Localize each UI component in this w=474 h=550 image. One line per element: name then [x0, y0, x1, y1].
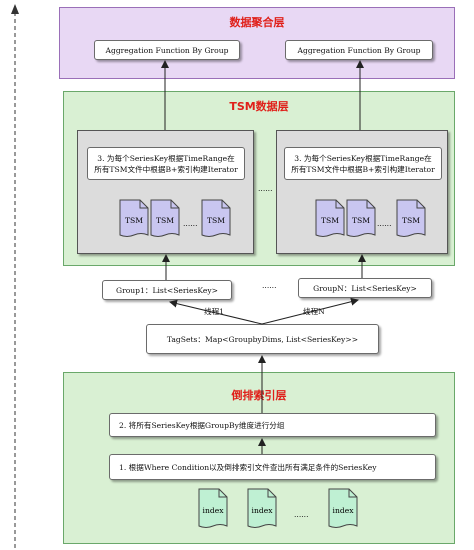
tsm-file-icon: TSM: [396, 199, 426, 237]
tsm-files-ellipsis-1: ......: [183, 219, 198, 228]
aggregation-function-box-1: Aggregation Function By Group: [94, 40, 240, 60]
tsm-file-icon: TSM: [150, 199, 180, 237]
tsm-iterator-step-1: 3. 为每个SeriesKey根据TimeRange在所有TSM文件中根据B+索…: [87, 147, 245, 180]
group-by-step-box: 2. 将所有SeriesKey根据GroupBy维度进行分组: [109, 413, 436, 437]
thread-1-label: 线程1: [204, 307, 225, 316]
tsm-iterator-step-2: 3. 为每个SeriesKey根据TimeRange在所有TSM文件中根据B+索…: [284, 147, 442, 180]
tsm-panels-ellipsis: ......: [258, 184, 273, 193]
flow-direction-arrow: [11, 4, 19, 548]
svg-text:TSM: TSM: [321, 216, 339, 225]
thread-n-label: 线程N: [303, 307, 325, 316]
tsm-files-ellipsis-2: ......: [377, 219, 392, 228]
svg-text:index: index: [333, 506, 355, 515]
svg-text:index: index: [252, 506, 274, 515]
svg-text:TSM: TSM: [207, 216, 225, 225]
index-file-icon: index: [198, 488, 228, 528]
tsm-file-icon: TSM: [315, 199, 345, 237]
aggregation-layer-title: 数据聚合层: [229, 16, 285, 29]
tsm-file-icon: TSM: [119, 199, 149, 237]
tsm-layer-title: TSM数据层: [229, 100, 289, 113]
tsm-file-icon: TSM: [201, 199, 231, 237]
tagsets-box: TagSets：Map<GroupbyDims, List<SeriesKey>…: [146, 324, 379, 354]
index-file-icon: index: [247, 488, 277, 528]
svg-text:TSM: TSM: [352, 216, 370, 225]
index-files-ellipsis: ......: [294, 510, 309, 519]
svg-text:TSM: TSM: [402, 216, 420, 225]
group-n-box: GroupN：List<SeriesKey>: [298, 278, 432, 298]
tsm-file-icon: TSM: [346, 199, 376, 237]
inverted-index-layer-title: 倒排索引层: [231, 389, 287, 402]
index-file-icon: index: [328, 488, 358, 528]
svg-text:TSM: TSM: [156, 216, 174, 225]
where-condition-step-box: 1. 根据Where Condition以及倒排索引文件查出所有满足条件的Ser…: [109, 454, 436, 480]
group-1-box: Group1：List<SeriesKey>: [102, 280, 232, 300]
svg-text:TSM: TSM: [125, 216, 143, 225]
aggregation-function-box-2: Aggregation Function By Group: [285, 40, 433, 60]
svg-text:index: index: [203, 506, 225, 515]
groups-ellipsis: ......: [262, 281, 277, 290]
